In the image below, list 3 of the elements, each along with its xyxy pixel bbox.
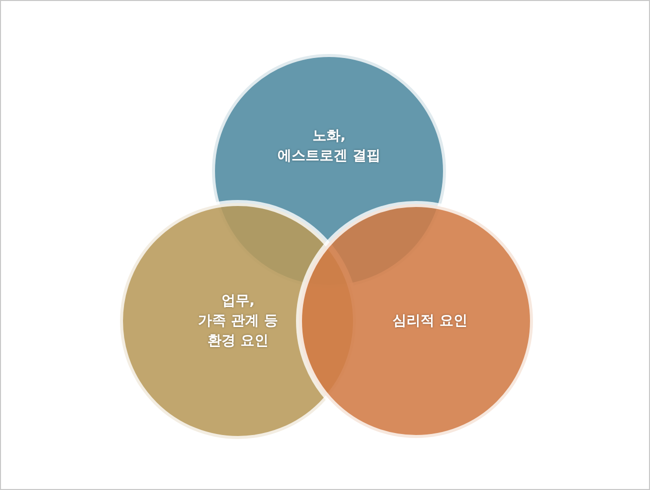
circle-label: 심리적 요인 bbox=[392, 312, 468, 331]
circle-label: 노화, 에스트로겐 결핍 bbox=[276, 127, 382, 166]
circle-label: 업무, 가족 관계 등 환경 요인 bbox=[197, 292, 279, 351]
